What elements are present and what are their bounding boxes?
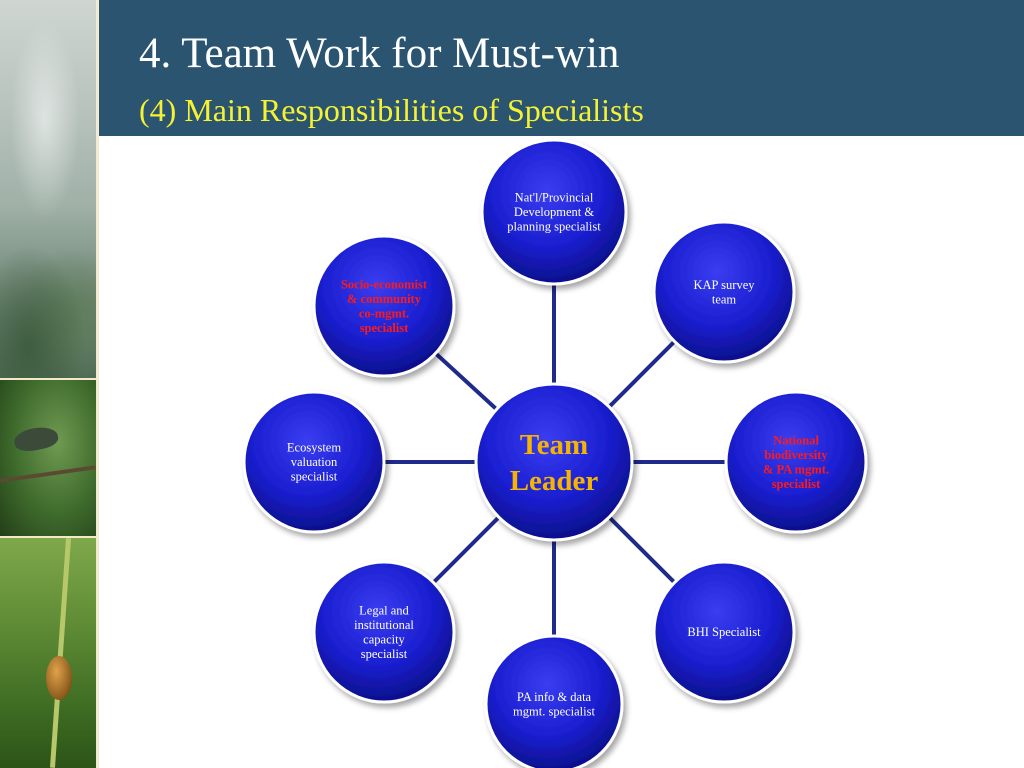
node-label: Ecosystem — [287, 441, 341, 455]
node-label: PA info & data — [517, 690, 592, 704]
slide-title: 4. Team Work for Must-win — [139, 30, 620, 77]
node-label: Legal and — [359, 603, 409, 617]
node-label: specialist — [360, 321, 409, 335]
title-banner: 4. Team Work for Must-win (4) Main Respo… — [99, 0, 1024, 136]
node-label: mgmt. specialist — [513, 704, 595, 718]
node-circle — [242, 390, 386, 534]
team-leader-circle — [474, 382, 634, 542]
node-label: & community — [347, 292, 422, 306]
node-label: valuation — [291, 455, 338, 469]
specialist-node: BHI Specialist — [652, 560, 796, 704]
node-label: team — [712, 292, 737, 306]
node-label: specialist — [772, 477, 821, 491]
node-label: & PA mgmt. — [763, 462, 829, 476]
node-circle — [480, 138, 628, 286]
node-label: BHI Specialist — [687, 625, 761, 639]
mist-forest-photo — [0, 0, 96, 378]
team-leader-label: Leader — [510, 465, 599, 497]
bird-photo — [0, 380, 96, 536]
node-label: planning specialist — [507, 220, 601, 234]
node-circle — [312, 234, 456, 378]
node-label: capacity — [363, 632, 405, 646]
node-label: biodiversity — [764, 448, 828, 462]
node-label: specialist — [291, 470, 338, 484]
node-circle — [652, 560, 796, 704]
node-circle — [484, 634, 624, 768]
team-leader-label: Team — [520, 429, 588, 461]
node-circle — [652, 220, 796, 364]
node-circle — [312, 560, 456, 704]
node-label: Nat'l/Provincial — [515, 191, 594, 205]
left-photo-strip — [0, 0, 96, 768]
node-label: KAP survey — [694, 278, 756, 292]
node-label: institutional — [354, 618, 414, 632]
node-label: National — [773, 433, 819, 447]
slide-subtitle: (4) Main Responsibilities of Specialists — [139, 92, 644, 128]
node-label: Development & — [514, 205, 594, 219]
insect-photo — [0, 538, 96, 768]
node-label: co-mgmt. — [359, 306, 409, 320]
strip-divider — [96, 0, 99, 768]
node-circle — [724, 390, 868, 534]
specialist-node: Socio-economist& communityco-mgmt.specia… — [312, 234, 456, 378]
node-label: Socio-economist — [341, 277, 428, 291]
node-label: specialist — [361, 647, 408, 661]
